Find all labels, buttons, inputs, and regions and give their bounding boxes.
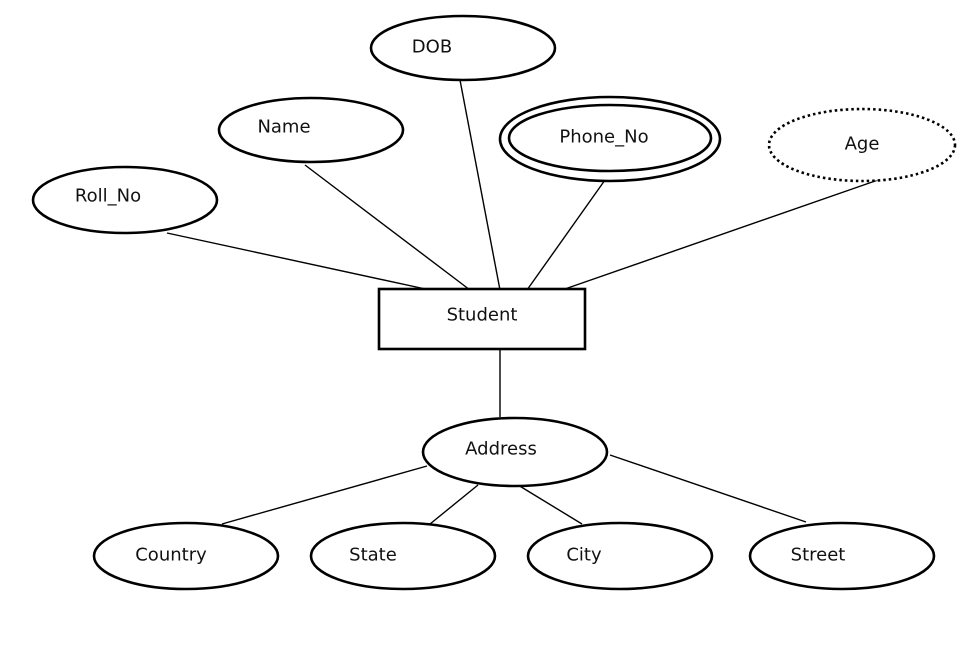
attribute-phone-no-inner-ellipse (507, 103, 713, 173)
attribute-address-label: Address (465, 439, 537, 460)
edge-address-state (429, 484, 479, 525)
attribute-address-ellipse (421, 416, 609, 488)
attribute-roll-no-label: Roll_No (75, 186, 141, 207)
attribute-city: City (526, 521, 714, 591)
attribute-phone-no: Phone_No (498, 95, 722, 183)
entity-student: Student (377, 287, 587, 351)
attribute-country-ellipse (92, 521, 280, 591)
attribute-address: Address (421, 416, 609, 488)
attribute-street-ellipse (748, 521, 936, 591)
edge-address-country (221, 465, 428, 525)
attribute-dob-label: DOB (412, 37, 452, 58)
attribute-age: Age (767, 107, 957, 183)
attribute-state: State (309, 521, 497, 591)
attribute-dob: DOB (369, 14, 557, 82)
attribute-phone-no-label: Phone_No (559, 127, 648, 148)
edge-address-street (609, 454, 807, 523)
attribute-name-ellipse (217, 96, 405, 164)
entity-student-box (377, 287, 587, 351)
attribute-dob-ellipse (369, 14, 557, 82)
edge-address-city (517, 484, 583, 525)
attribute-city-ellipse (526, 521, 714, 591)
edge-name-student (304, 164, 471, 291)
attribute-street-label: Street (791, 545, 846, 566)
attribute-country-label: Country (135, 545, 207, 566)
attribute-street: Street (748, 521, 936, 591)
edge-age-student (561, 179, 879, 291)
attribute-state-label: State (349, 545, 397, 566)
attribute-age-ellipse (767, 107, 957, 183)
attribute-name: Name (217, 96, 405, 164)
attribute-age-label: Age (845, 134, 880, 155)
edge-phoneno-student (526, 179, 606, 291)
attribute-country: Country (92, 521, 280, 591)
attribute-name-label: Name (257, 117, 310, 138)
attribute-roll-no-ellipse (31, 165, 219, 235)
attribute-city-label: City (566, 545, 602, 566)
entity-student-label: Student (447, 305, 518, 326)
edge-rollno-student (166, 232, 431, 291)
edge-dob-student (459, 79, 501, 291)
attribute-state-ellipse (309, 521, 497, 591)
attribute-roll-no: Roll_No (31, 165, 219, 235)
connectors (166, 79, 879, 525)
